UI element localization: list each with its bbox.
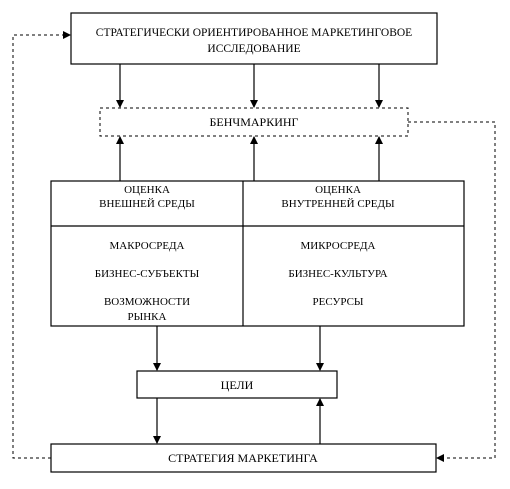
research-label-line1: СТРАТЕГИЧЕСКИ ОРИЕНТИРОВАННОЕ МАРКЕТИНГО… <box>96 27 412 39</box>
external-title-line2: ВНЕШНЕЙ СРЕДЫ <box>99 198 195 210</box>
internal-item-business-culture: БИЗНЕС-КУЛЬТУРА <box>288 268 387 280</box>
external-item-business-entities: БИЗНЕС-СУБЪЕКТЫ <box>95 268 200 280</box>
internal-item-resources: РЕСУРСЫ <box>313 296 364 308</box>
feedback-strategy-to-research <box>12 31 71 459</box>
research-label-line2: ИССЛЕДОВАНИЕ <box>207 43 300 55</box>
internal-title-line2: ВНУТРЕННЕЙ СРЕДЫ <box>281 198 395 210</box>
external-item-macroenvironment: МАКРОСРЕДА <box>109 240 184 252</box>
goals-label: ЦЕЛИ <box>221 378 254 392</box>
feedback-benchmarking-to-strategy <box>408 121 496 462</box>
goals-node: ЦЕЛИ <box>136 370 338 399</box>
external-title-line1: ОЦЕНКА <box>124 184 170 196</box>
benchmarking-node: БЕНЧМАРКИНГ <box>99 107 409 137</box>
research-node: СТРАТЕГИЧЕСКИ ОРИЕНТИРОВАННОЕ МАРКЕТИНГО… <box>70 12 438 65</box>
benchmarking-label: БЕНЧМАРКИНГ <box>210 115 299 129</box>
assessment-block: ОЦЕНКА ВНЕШНЕЙ СРЕДЫ МАКРОСРЕДА БИЗНЕС-С… <box>50 180 465 327</box>
internal-item-microenvironment: МИКРОСРЕДА <box>300 240 375 252</box>
strategy-node: СТРАТЕГИЯ МАРКЕТИНГА <box>50 443 437 473</box>
external-item-opportunities-line1: ВОЗМОЖНОСТИ <box>104 296 190 308</box>
internal-title-line1: ОЦЕНКА <box>315 184 361 196</box>
external-item-opportunities-line2: РЫНКА <box>128 311 167 323</box>
strategy-label: СТРАТЕГИЯ МАРКЕТИНГА <box>168 451 318 465</box>
